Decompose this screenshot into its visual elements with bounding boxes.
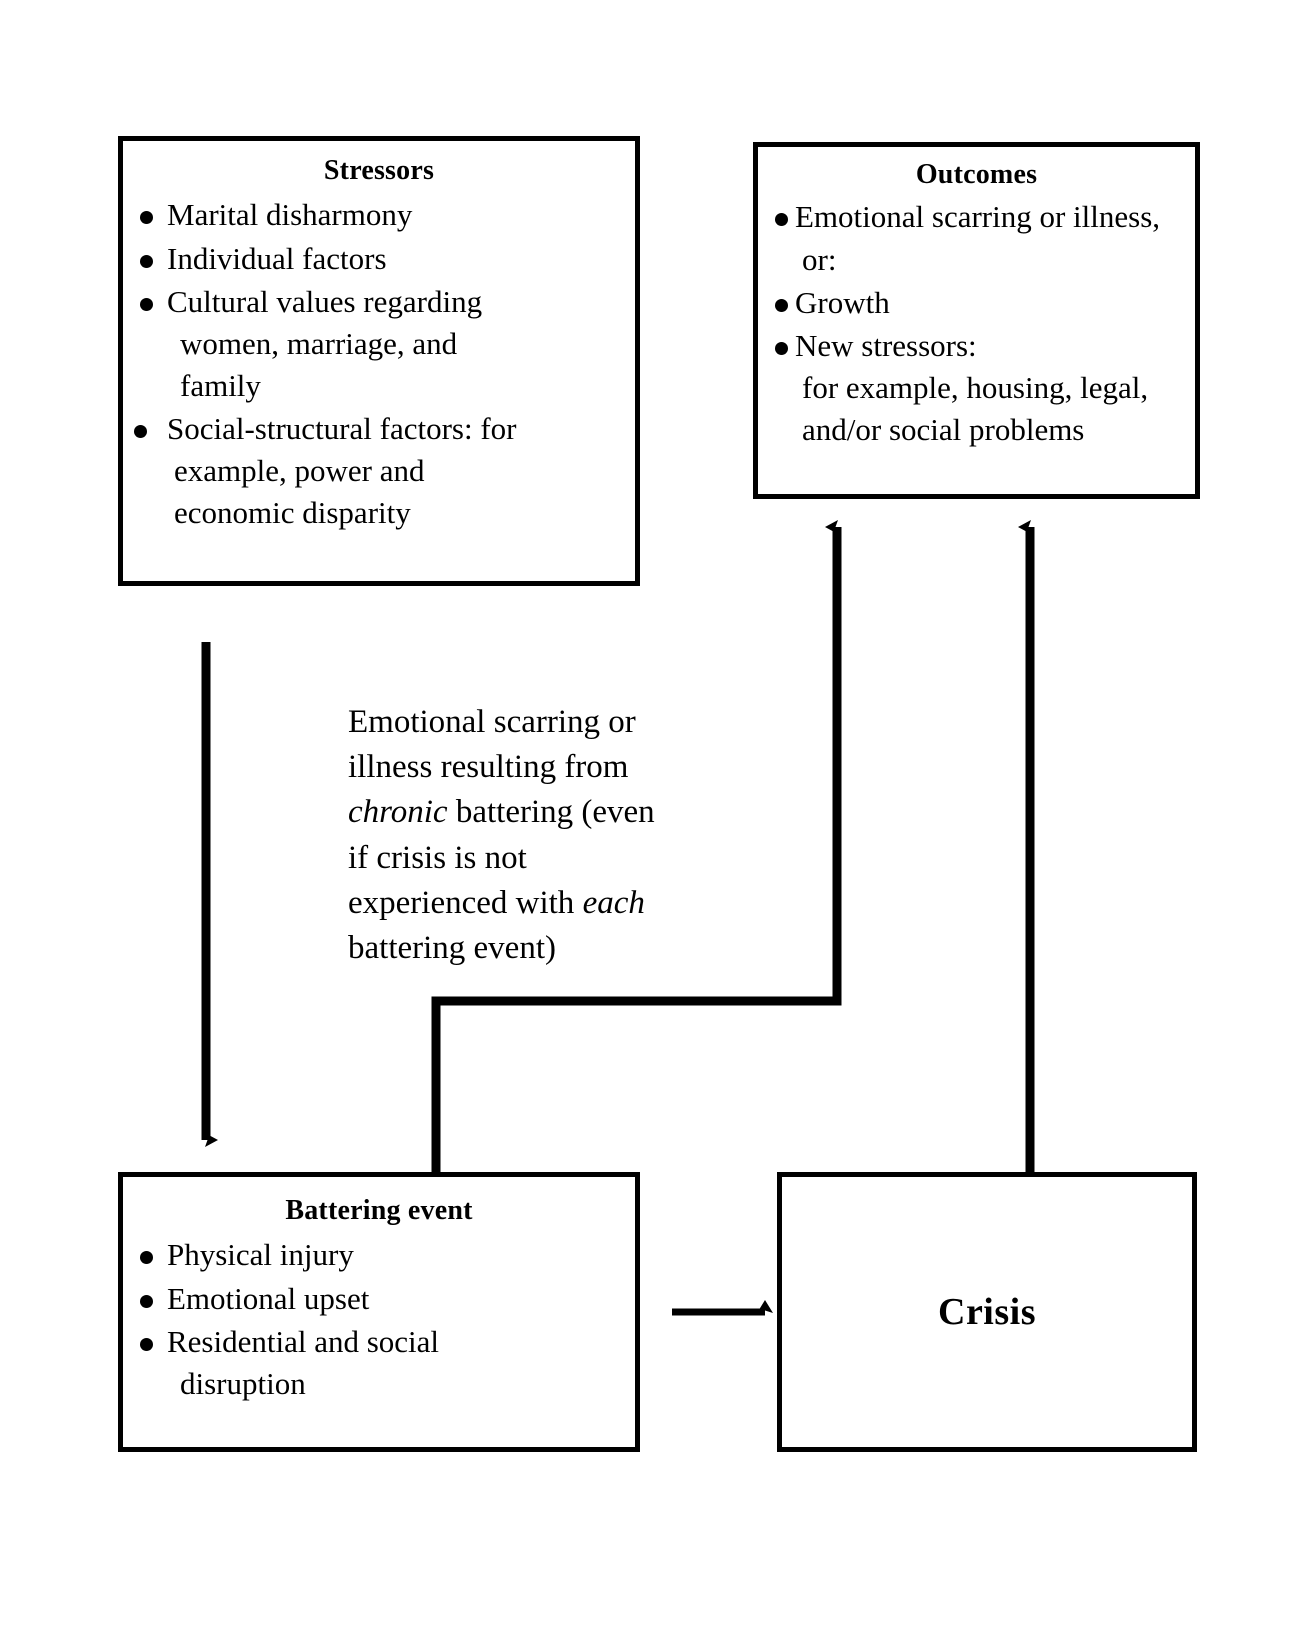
list-item-line: example, power and (174, 453, 425, 489)
list-item-line: economic disparity (174, 495, 411, 531)
crisis-box: Crisis (777, 1172, 1197, 1452)
list-item-line: Physical injury (167, 1237, 354, 1273)
list-item: Growth (758, 282, 1195, 324)
list-item: Individual factors (123, 238, 635, 280)
list-item-line: Emotional scarring or illness, (795, 199, 1161, 235)
list-item: Marital disharmony (123, 194, 635, 236)
stressors-list: Marital disharmony Individual factors Cu… (123, 194, 635, 534)
battering-event-box: Battering event Physical injury Emotiona… (118, 1172, 640, 1452)
list-item-line: Marital disharmony (167, 197, 413, 233)
list-item-line: or: (802, 241, 837, 277)
list-item: Physical injury (123, 1234, 635, 1276)
list-item-line: women, marriage, and (180, 325, 458, 361)
battering-event-list: Physical injury Emotional upset Resident… (123, 1234, 635, 1405)
battering-event-title: Battering event (285, 1195, 473, 1226)
list-item-line: New stressors: (795, 327, 977, 363)
list-item-line: and/or social problems (802, 412, 1085, 448)
list-item-line: Cultural values regarding (167, 283, 483, 319)
list-item: Residential and social disruption (123, 1321, 635, 1405)
note-line: battering event) (348, 930, 556, 967)
list-item-line: Social-structural factors: for (167, 411, 517, 447)
list-item-line: Residential and social (167, 1323, 440, 1359)
note-line: experienced with (348, 884, 583, 921)
outcomes-list: Emotional scarring or illness, or: Growt… (758, 196, 1195, 451)
outcomes-title: Outcomes (915, 159, 1038, 190)
note-line: illness resulting from (348, 749, 629, 786)
note-line: if crisis is not (348, 839, 527, 876)
note-line: battering (even (447, 794, 655, 831)
list-item-line: family (180, 367, 261, 403)
list-item-line: disruption (180, 1365, 306, 1401)
outcomes-box: Outcomes Emotional scarring or illness, … (753, 142, 1200, 499)
stressors-title: Stressors (323, 155, 435, 186)
list-item: New stressors: for example, housing, leg… (758, 325, 1195, 451)
list-item-line: for example, housing, legal, (802, 369, 1149, 405)
chronic-battering-note: Emotional scarring or illness resulting … (348, 700, 768, 971)
list-item: Emotional upset (123, 1278, 635, 1320)
list-item: Social-structural factors: for example, … (123, 408, 635, 534)
list-item: Emotional scarring or illness, or: (758, 196, 1195, 280)
list-item-line: Growth (795, 284, 890, 320)
crisis-label: Crisis (938, 1291, 1036, 1333)
list-item: Cultural values regarding women, marriag… (123, 281, 635, 407)
list-item-line: Emotional upset (167, 1280, 370, 1316)
stressors-box: Stressors Marital disharmony Individual … (118, 136, 640, 586)
note-line: Emotional scarring or (348, 704, 636, 740)
note-line-emphasis: each (582, 884, 645, 921)
note-line-emphasis: chronic (348, 794, 448, 831)
list-item-line: Individual factors (167, 240, 387, 276)
